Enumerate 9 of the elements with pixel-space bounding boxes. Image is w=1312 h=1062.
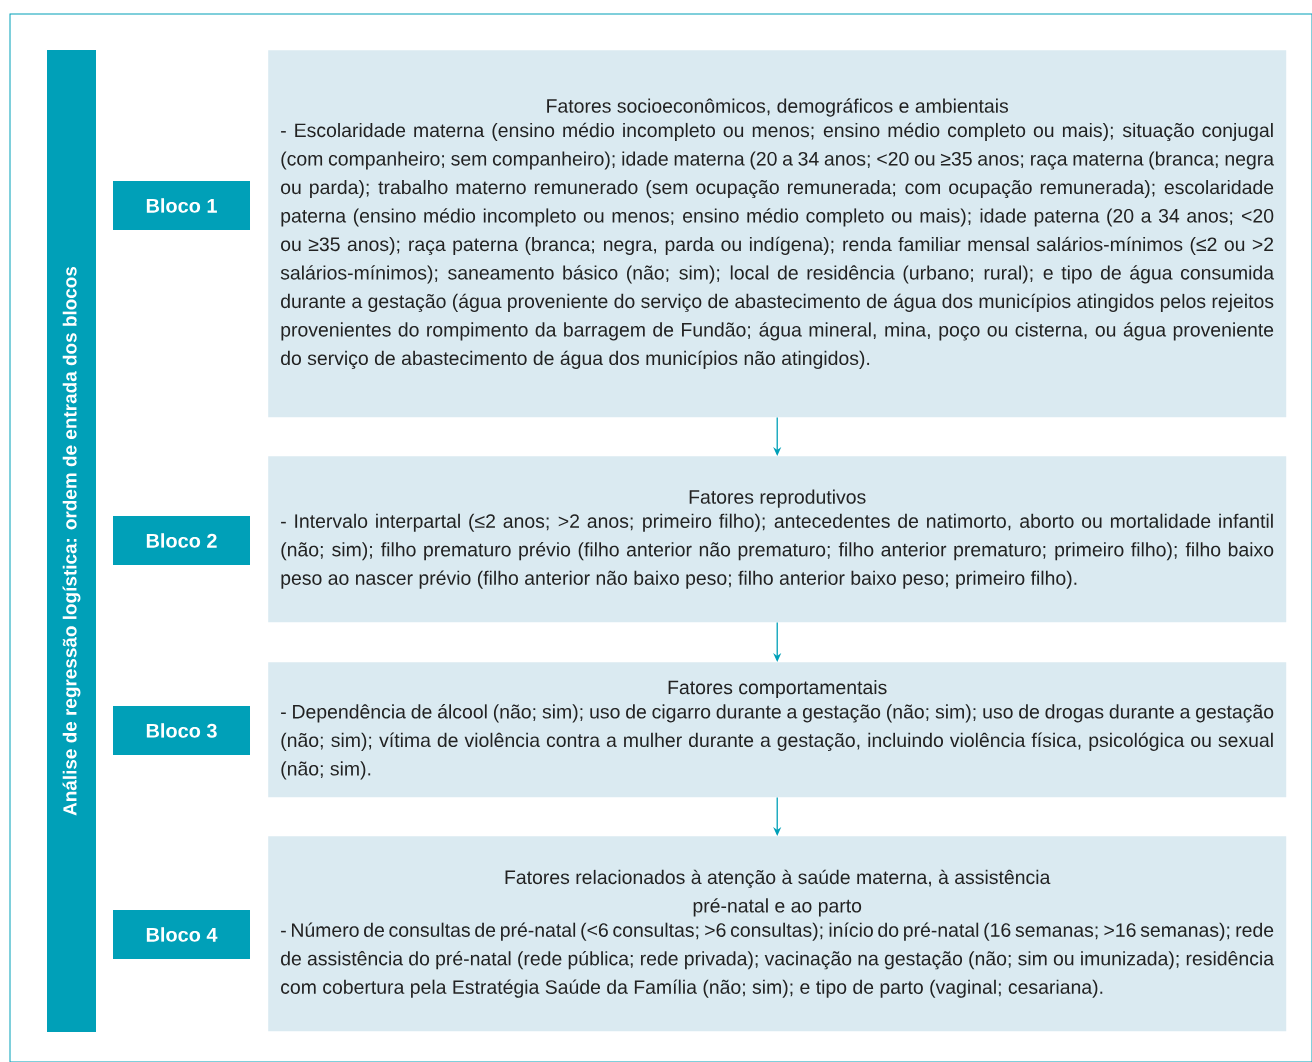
block-label: Bloco 1: [113, 181, 250, 230]
vertical-title-bar: Análise de regressão logística: ordem de entrada dos blocos: [47, 50, 96, 1032]
block-label: Bloco 4: [113, 910, 250, 959]
factor-box: Fatores socioeconômicos, demográficos e ambientais - Escolaridade materna (ensino médio incompleto ou menos; ensino médio completo ou mais); situação conjugal (com companheiro; sem companheiro); idade materna (20 a 34 anos; <20 ou ≥35 anos; raça materna (branca; negra ou parda); trabalho materno remunerado (sem ocupação remunerada; com ocupação remunerada); escolaridade paterna (ensino médio incompleto ou menos; ensino médio completo ou mais); idade paterna (20 a 34 anos; <20 ou ≥35 anos); raça paterna (branca; negra, parda ou indígena); renda familiar mensal salários-mínimos (≤2 ou >2 salários-mínimos); saneamento básico (não; sim); local de residência (urbano; rural); e tipo de água consumida durante a gestação (água proveniente do serviço de abastecimento de água dos municípios atingidos pelos rejeitos provenientes do rompimento da barragem de Fundão; água mineral, mina, poço ou cisterna, ou água proveniente do serviço de abastecimento de água dos municípios não atingidos).: [268, 50, 1287, 418]
factor-box: Fatores reprodutivos - Intervalo interpartal (≤2 anos; >2 anos; primeiro filho); antecedentes de natimorto, aborto ou mortalidade infantil (não; sim); filho prematuro prévio (filho anterior não prematuro; filho anterior prematuro; primeiro filho); filho baixo peso ao nascer prévio (filho anterior não baixo peso; filho anterior baixo peso; primeiro filho).: [268, 456, 1287, 623]
block-label: Bloco 2: [113, 516, 250, 565]
factor-box: Fatores comportamentais - Dependência de álcool (não; sim); uso de cigarro durante a gestação (não; sim); uso de drogas durante a gestação (não; sim); vítima de violência contra a mulher durante a gestação, incluindo violência física, psicológica ou sexual (não; sim).: [268, 662, 1287, 798]
factor-box: Fatores relacionados à atenção à saúde materna, à assistência pré-natal e ao parto - Número de consultas de pré-natal (<6 consultas; >6 consultas); início do pré-natal (16 semanas; >16 semanas); rede de assistência do pré-natal (rede pública; rede privada); vacinação na gestação (não; sim ou imunizada); residência com cobertura pela Estratégia Saúde da Família (não; sim); e tipo de parto (vaginal; cesariana).: [268, 836, 1287, 1032]
block-label: Bloco 3: [113, 706, 250, 755]
